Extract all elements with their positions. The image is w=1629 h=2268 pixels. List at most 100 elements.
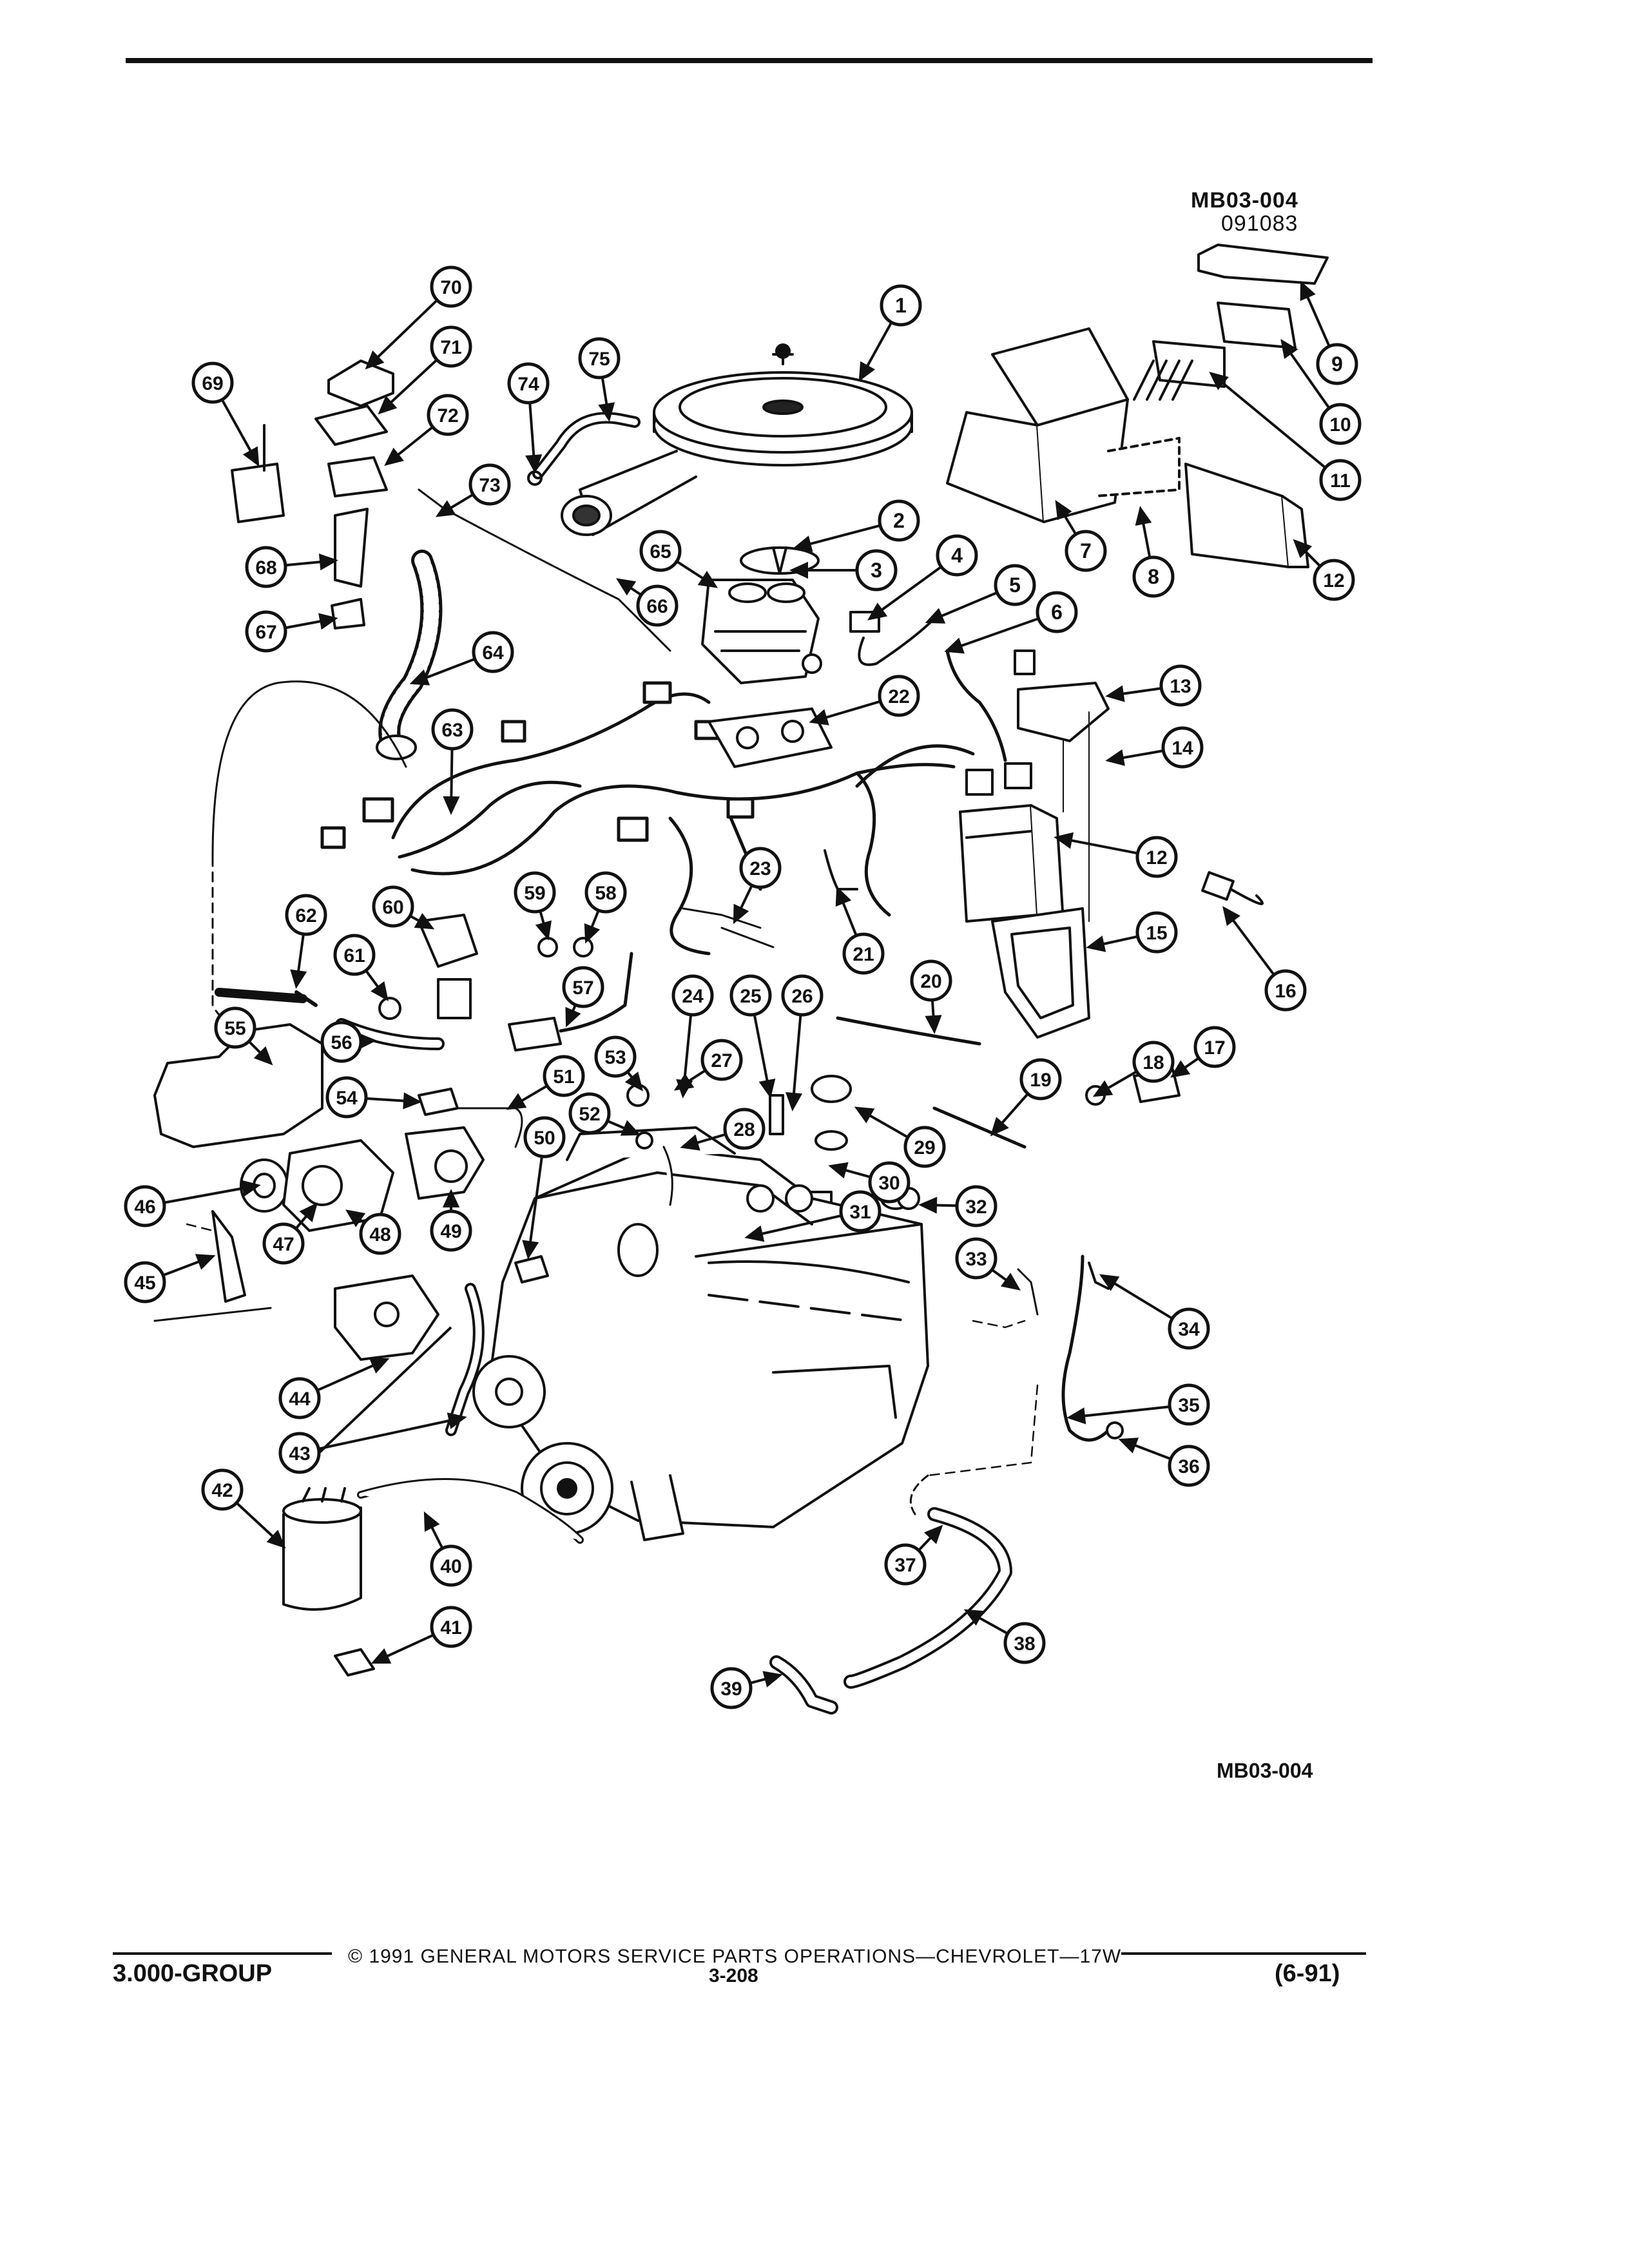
brace-part	[211, 1210, 246, 1303]
callout-66: 66	[636, 584, 679, 627]
callout-ring-63	[431, 708, 474, 751]
leader-arrowhead-68	[318, 553, 338, 571]
callout-63: 63	[431, 708, 474, 751]
callout-ring-36	[1168, 1445, 1210, 1487]
leader-arrowhead-3	[789, 561, 808, 579]
callout-number-29: 29	[914, 1137, 935, 1158]
callout-number-59: 59	[524, 883, 545, 904]
callout-ring-20	[910, 959, 952, 1002]
leader-arrowhead-10	[1280, 339, 1298, 360]
engine-block-part	[488, 1126, 929, 1528]
leader-arrowhead-5	[925, 608, 946, 624]
callout-ring-28	[723, 1108, 766, 1150]
callout-ring-75	[578, 337, 621, 380]
callout-38: 38	[1003, 1622, 1046, 1664]
callout-7: 7	[1065, 530, 1107, 572]
callout-ring-70	[430, 265, 472, 308]
callout-49: 49	[430, 1209, 472, 1252]
figure-ref-code: MB03-004	[1191, 188, 1298, 213]
leader-arrowhead-60	[414, 912, 435, 930]
callout-ring-67	[245, 610, 287, 653]
callout-number-17: 17	[1204, 1037, 1225, 1059]
callout-53: 53	[594, 1035, 637, 1078]
alternator-bracket-part	[334, 1274, 439, 1361]
callout-ring-17	[1193, 1026, 1236, 1068]
callout-number-27: 27	[711, 1050, 732, 1072]
callout-59: 59	[514, 871, 556, 914]
leader-arrowhead-34	[1099, 1274, 1120, 1291]
callout-12: 12	[1313, 559, 1355, 601]
callout-ring-12	[1313, 559, 1355, 601]
callout-number-7: 7	[1080, 539, 1092, 562]
callout-number-26: 26	[791, 986, 813, 1007]
callout-number-41: 41	[440, 1617, 461, 1639]
leader-arrowhead-52	[620, 1120, 641, 1136]
callout-ring-16	[1264, 969, 1307, 1012]
leader-arrowhead-41	[371, 1648, 392, 1664]
pcv-hose-part	[527, 412, 641, 486]
leader-arrowhead-63	[443, 796, 460, 815]
callout-ring-3	[855, 549, 898, 591]
callout-ring-65	[639, 530, 682, 572]
callout-ring-39	[710, 1667, 753, 1709]
callout-ring-5	[994, 564, 1036, 606]
leader-arrowhead-17	[1170, 1060, 1191, 1078]
callout-ring-25	[729, 974, 772, 1017]
callout-6: 6	[1036, 591, 1078, 633]
leader-line-46	[164, 1184, 258, 1204]
callout-number-42: 42	[211, 1480, 233, 1501]
prom-cover-part	[1017, 682, 1110, 742]
callout-number-68: 68	[255, 557, 276, 579]
callout-ring-13	[1159, 664, 1202, 707]
callout-40: 40	[430, 1544, 472, 1587]
callout-ring-64	[472, 631, 514, 673]
callout-ring-30	[868, 1161, 911, 1204]
callout-25: 25	[729, 974, 772, 1017]
callout-ring-40	[430, 1544, 472, 1587]
callout-ring-52	[568, 1092, 611, 1135]
leader-line-31	[747, 1214, 842, 1238]
callout-72: 72	[427, 394, 469, 436]
bracket-part	[708, 707, 833, 768]
callout-29: 29	[903, 1126, 946, 1168]
callout-ring-72	[427, 394, 469, 436]
leader-line-50	[527, 1156, 543, 1257]
callout-number-25: 25	[740, 986, 761, 1007]
callout-ring-62	[285, 894, 327, 936]
callout-number-10: 10	[1329, 414, 1351, 436]
callout-ring-6	[1036, 591, 1078, 633]
air-cleaner-part	[561, 343, 913, 536]
leader-line-11	[1210, 372, 1327, 469]
callout-54: 54	[325, 1076, 368, 1119]
leader-arrowhead-55	[253, 1046, 273, 1066]
callout-11: 11	[1319, 459, 1362, 501]
callout-number-8: 8	[1148, 565, 1159, 588]
ignition-module-part	[231, 360, 394, 629]
callout-55: 55	[214, 1006, 256, 1049]
callout-ring-19	[1019, 1058, 1062, 1100]
callout-42: 42	[201, 1468, 244, 1511]
leader-arrowhead-51	[506, 1093, 527, 1110]
leader-arrowhead-66	[615, 578, 637, 596]
callout-number-66: 66	[646, 596, 668, 617]
sensor-wire-part	[682, 907, 775, 948]
callout-number-52: 52	[579, 1104, 600, 1125]
callout-24: 24	[671, 974, 714, 1017]
leader-arrowhead-44	[369, 1358, 390, 1374]
callout-30: 30	[868, 1161, 911, 1204]
callout-18: 18	[1132, 1041, 1175, 1083]
callout-22: 22	[878, 675, 920, 717]
callout-number-21: 21	[853, 944, 874, 965]
bolt-line-part	[153, 1307, 272, 1322]
callout-number-57: 57	[572, 977, 593, 999]
callout-31: 31	[839, 1190, 882, 1233]
callout-68: 68	[245, 546, 287, 588]
callout-50: 50	[523, 1116, 566, 1158]
callout-ring-68	[245, 546, 287, 588]
callout-ring-14	[1161, 726, 1204, 769]
callout-number-38: 38	[1014, 1633, 1035, 1655]
leader-line-35	[1069, 1405, 1170, 1419]
callout-47: 47	[262, 1222, 305, 1265]
callout-number-5: 5	[1009, 573, 1021, 597]
